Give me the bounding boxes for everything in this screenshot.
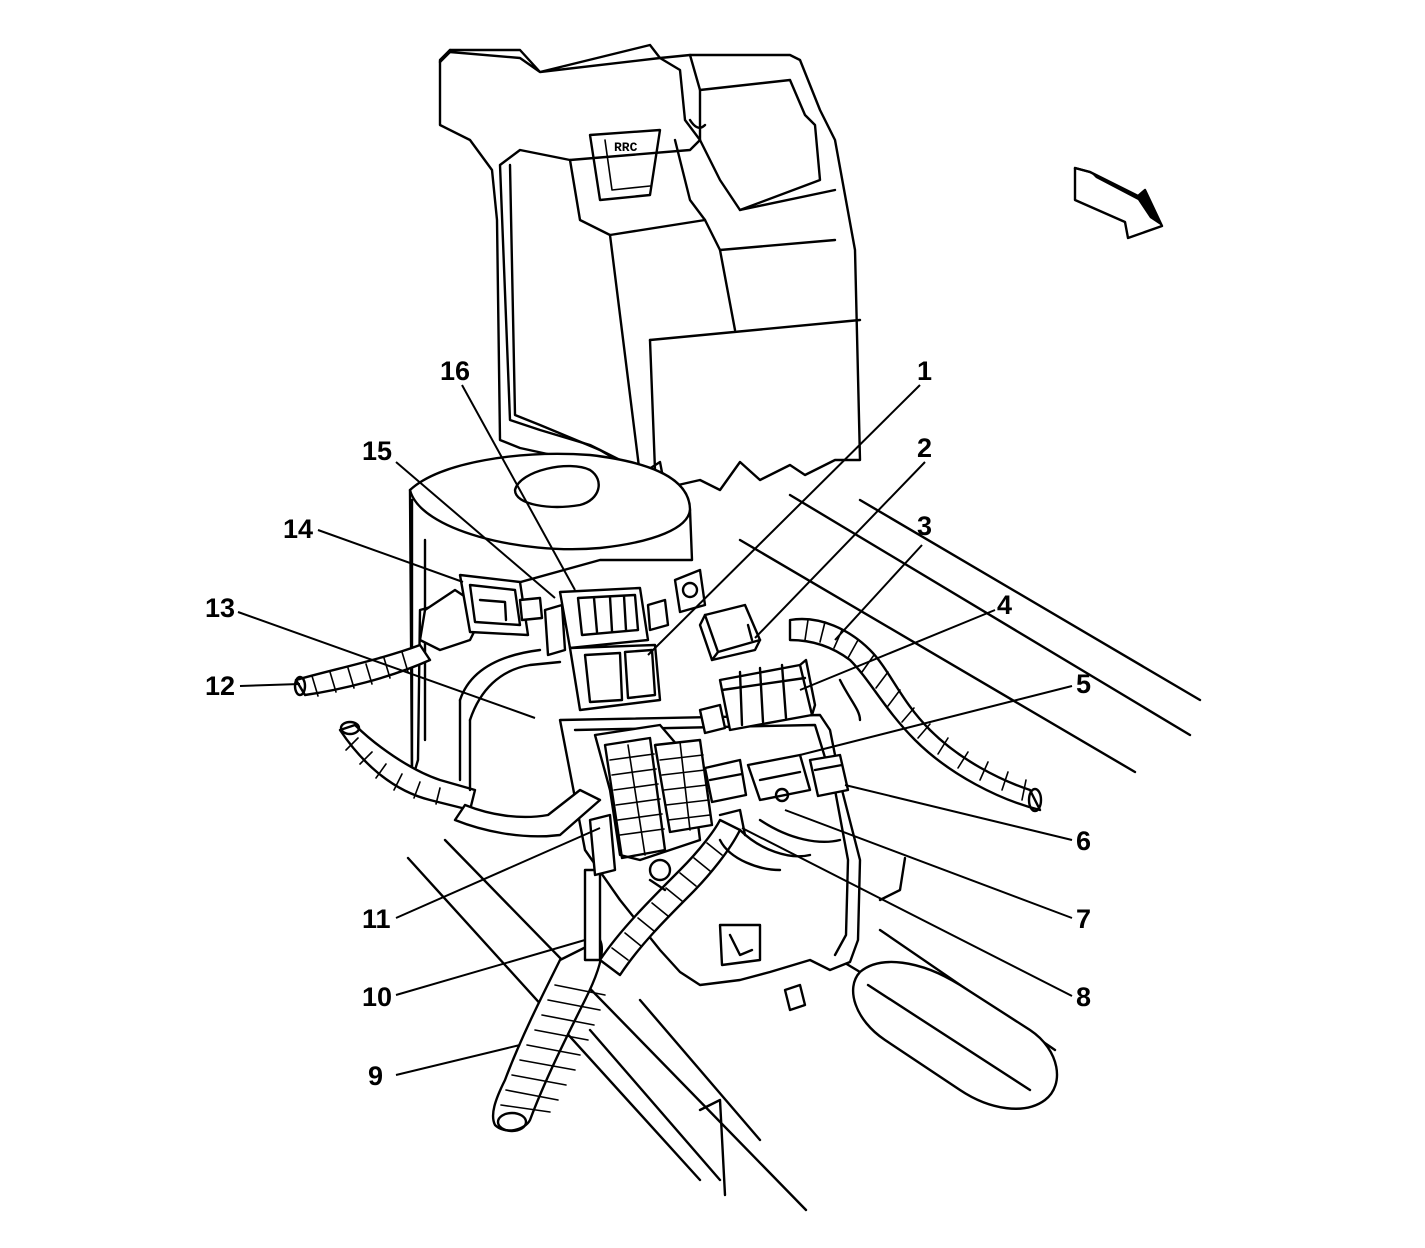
callout-labels: 1 2 3 4 5 6 7 8 9 10 11 12 13 14 15 16 <box>205 356 1091 1091</box>
callout-7: 7 <box>1076 904 1091 934</box>
callout-5: 5 <box>1076 669 1091 699</box>
wire-harness-left <box>293 588 602 838</box>
relay-block-11 <box>588 723 714 892</box>
cover-marking: RRC <box>614 140 638 155</box>
callout-12: 12 <box>205 671 235 701</box>
wire-harness-lower <box>491 818 742 1133</box>
connector-6 <box>808 753 850 798</box>
callout-1: 1 <box>917 356 932 386</box>
connector-4 <box>698 658 817 735</box>
callout-13: 13 <box>205 593 235 623</box>
module-cover: RRC <box>438 43 862 492</box>
leader-lines <box>237 384 1073 1076</box>
callout-10: 10 <box>362 982 392 1012</box>
callout-9: 9 <box>368 1061 383 1091</box>
callout-4: 4 <box>997 590 1012 620</box>
connector-7 <box>703 758 748 804</box>
connector-8 <box>718 808 842 872</box>
callout-3: 3 <box>917 511 932 541</box>
floor-panel <box>406 493 1202 1212</box>
callout-6: 6 <box>1076 826 1091 856</box>
callout-8: 8 <box>1076 982 1091 1012</box>
connector-5 <box>746 753 812 803</box>
callout-15: 15 <box>362 436 392 466</box>
callout-14: 14 <box>283 514 313 544</box>
front-direction-arrow-icon <box>1073 166 1164 240</box>
connector-16 <box>543 586 670 712</box>
callout-2: 2 <box>917 433 932 463</box>
callout-16: 16 <box>440 356 470 386</box>
callout-11: 11 <box>362 904 391 934</box>
connector-2 <box>698 603 762 662</box>
connector-14 <box>458 573 544 637</box>
